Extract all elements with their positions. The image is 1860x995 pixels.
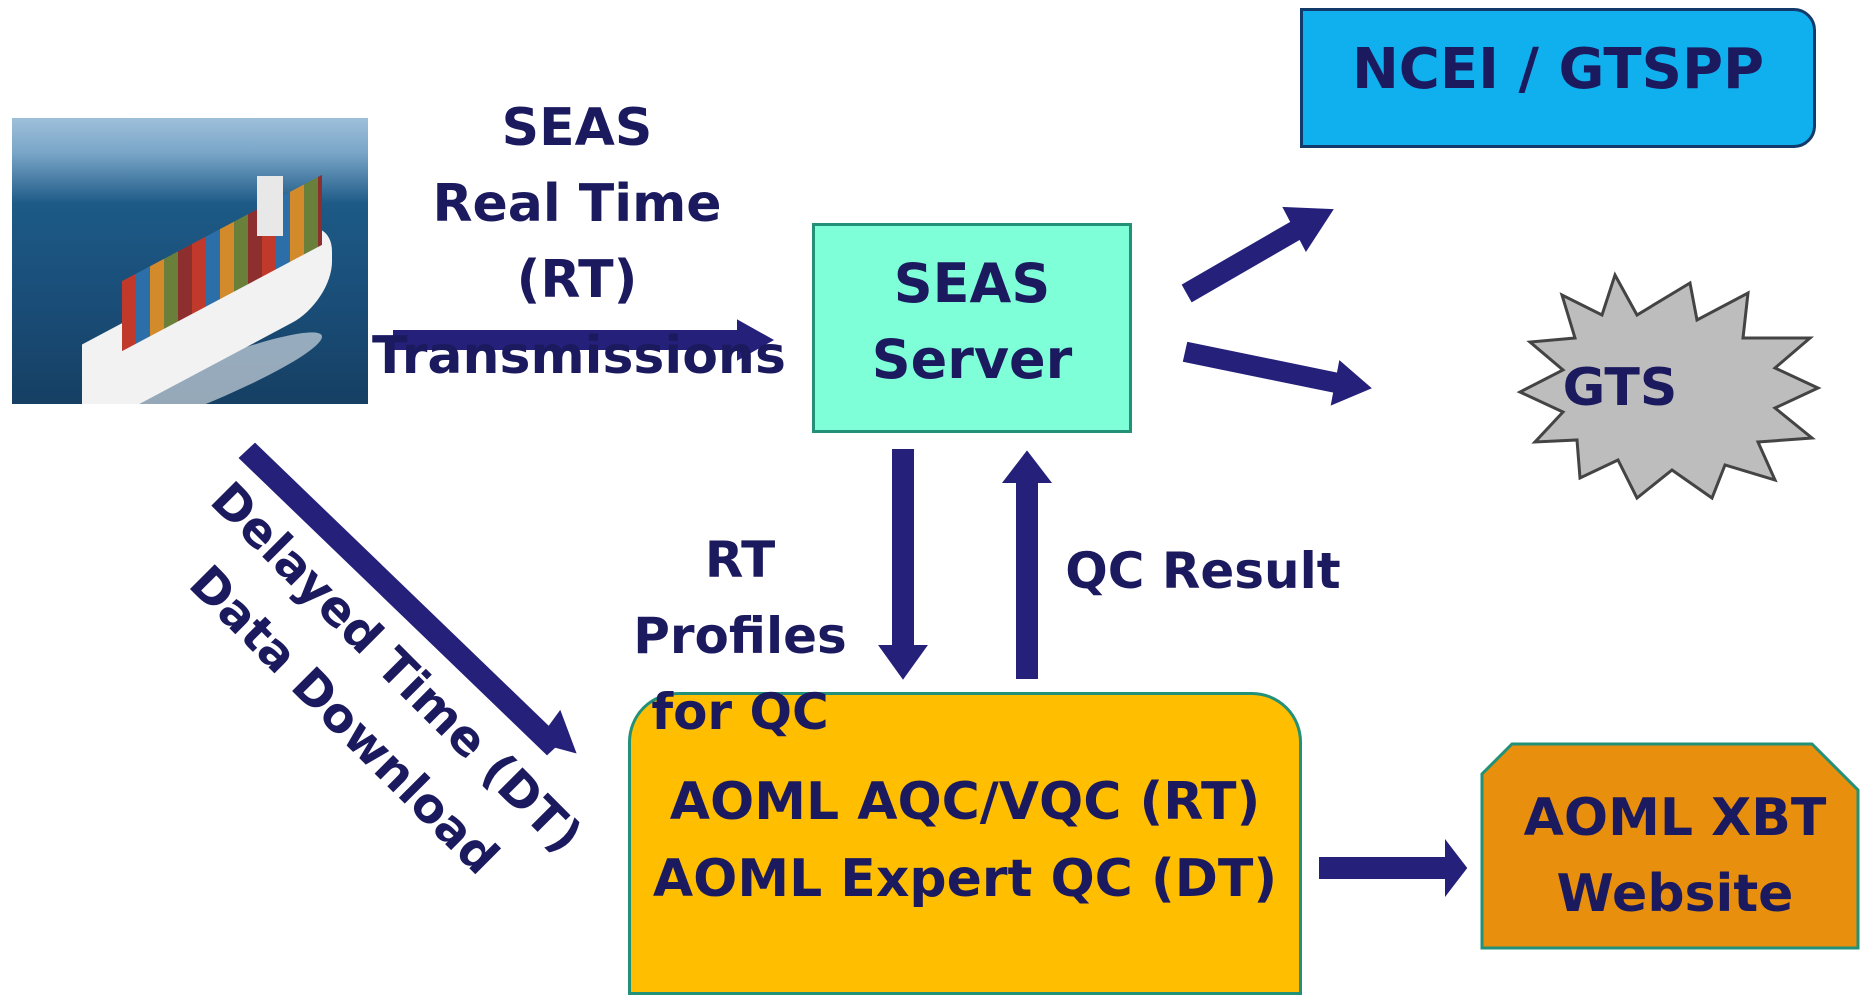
arrow-aoml-to-server (1001, 450, 1053, 679)
gts-label: GTS (1562, 358, 1678, 418)
seas-rt-line1: SEAS (501, 98, 653, 158)
aoml-qc-box (628, 692, 1302, 995)
ship-bridge (257, 176, 283, 236)
aoml-xbt-website-shape (1480, 742, 1860, 950)
seas-server-line1: SEAS (893, 252, 1051, 315)
seas-server-label: SEAS Server (812, 246, 1132, 398)
arrow-server-to-aoml (878, 449, 928, 680)
arrow-server-to-ncei (1181, 206, 1334, 303)
arrow-rt-to-server (393, 319, 775, 361)
arrow-dt-to-aoml (238, 442, 577, 756)
arrow-aoml-to-xbt (1319, 839, 1468, 897)
arrow-server-to-gts (1182, 341, 1372, 406)
aoml-xbt-line1: AOML XBT (1523, 788, 1827, 848)
ncei-gtspp-box (1300, 8, 1816, 148)
aoml-xbt-label: AOML XBT Website (1490, 780, 1860, 932)
aoml-qc-line1: AOML AQC/VQC (RT) (669, 772, 1261, 832)
seas-rt-line2: Real Time (RT) (432, 174, 722, 310)
rt-profiles-line1: RT Profiles (633, 531, 847, 665)
aoml-qc-line2: AOML Expert QC (DT) (652, 849, 1278, 909)
seas-server-line2: Server (871, 328, 1073, 391)
aoml-qc-label: AOML AQC/VQC (RT) AOML Expert QC (DT) (628, 764, 1302, 918)
rt-profiles-line2: for QC (651, 683, 829, 741)
seas-rt-label: SEAS Real Time (RT) Transmissions (372, 90, 786, 394)
qc-result-label: QC Result (1065, 542, 1341, 600)
aoml-xbt-line2: Website (1556, 864, 1794, 924)
rt-profiles-label: RT Profiles for QC (590, 522, 890, 750)
seas-server-box (812, 223, 1132, 433)
seas-rt-line3: Transmissions (372, 326, 786, 386)
gts-starburst-shape (1516, 271, 1822, 501)
ncei-gtspp-label: NCEI / GTSPP (1351, 37, 1765, 102)
container-ship-photo (12, 118, 368, 404)
